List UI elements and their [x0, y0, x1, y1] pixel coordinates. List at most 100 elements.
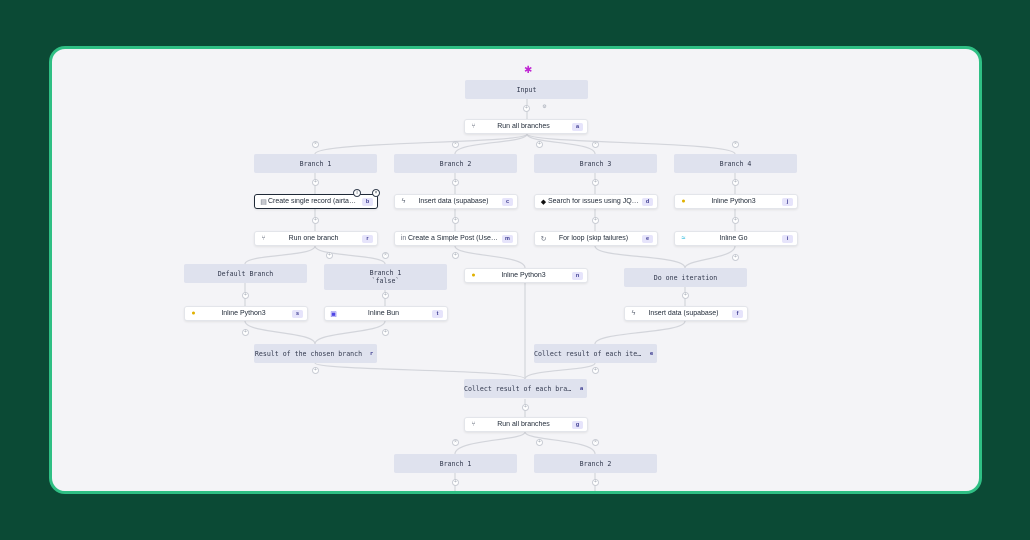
- delete-branch-icon[interactable]: ×: [592, 439, 599, 446]
- step-id-badge: n: [572, 271, 583, 280]
- branch-label: Branch 2: [439, 159, 472, 168]
- add-step-icon[interactable]: +: [382, 292, 389, 299]
- supabase-icon: ϟ: [631, 310, 636, 317]
- add-step-icon[interactable]: +: [382, 329, 389, 336]
- add-step-icon[interactable]: +: [242, 292, 249, 299]
- add-step-icon[interactable]: +: [312, 367, 319, 374]
- branch-icon: ⑂: [471, 421, 476, 428]
- step-id-badge: e: [642, 234, 653, 243]
- python-icon: ●: [471, 272, 476, 279]
- step-label: Insert data (supabase): [418, 198, 489, 205]
- add-step-icon[interactable]: +: [452, 179, 459, 186]
- run-all-branches-node[interactable]: ⑂ Run all branches a: [464, 119, 588, 134]
- step-label: Run all branches: [497, 123, 550, 130]
- step-f-node[interactable]: ϟ Insert data (supabase) f: [624, 306, 748, 321]
- add-branch-icon[interactable]: +: [536, 439, 543, 446]
- gear-icon[interactable]: ⚙: [542, 104, 547, 110]
- step-id-badge: m: [502, 234, 513, 243]
- add-step-icon[interactable]: +: [452, 217, 459, 224]
- step-id-badge: r: [369, 350, 374, 357]
- step-id-badge: r: [362, 234, 373, 243]
- add-step-icon[interactable]: +: [592, 479, 599, 486]
- add-step-icon[interactable]: +: [312, 179, 319, 186]
- delete-branch-icon[interactable]: ×: [452, 141, 459, 148]
- flow-canvas[interactable]: ✱ Input + ⚙ ⑂ Run all branches a × × + ×…: [49, 46, 982, 494]
- branch-label: Branch 2: [579, 459, 612, 468]
- step-s-node[interactable]: ● Inline Python3 s: [184, 306, 308, 321]
- collect-branch-node[interactable]: Collect result of each branch a: [464, 379, 587, 398]
- do-one-iteration-node[interactable]: Do one iteration: [624, 268, 747, 287]
- add-branch-icon[interactable]: +: [326, 252, 333, 259]
- delete-branch-icon[interactable]: ×: [382, 252, 389, 259]
- result-chosen-branch-node[interactable]: Result of the chosen branch r: [254, 344, 377, 363]
- delete-branch-icon[interactable]: ×: [312, 141, 319, 148]
- add-step-icon[interactable]: +: [452, 252, 459, 259]
- branch-1-label-node[interactable]: Branch 1: [254, 154, 377, 173]
- close-icon[interactable]: ×: [372, 189, 380, 197]
- bottom-branch-2-node[interactable]: Branch 2: [534, 454, 657, 473]
- add-step-icon[interactable]: +: [523, 105, 530, 112]
- step-label: Inline Python3: [221, 310, 266, 317]
- input-node[interactable]: Input: [465, 80, 588, 99]
- step-i-node[interactable]: ≈ Inline Go i: [674, 231, 798, 246]
- default-branch-node[interactable]: Default Branch: [184, 264, 307, 283]
- step-d-node[interactable]: ◆ Search for issues using JQL (... d: [534, 194, 658, 209]
- branch-4-label-node[interactable]: Branch 4: [674, 154, 797, 173]
- delete-branch-icon[interactable]: ×: [592, 141, 599, 148]
- delete-branch-icon[interactable]: ×: [452, 439, 459, 446]
- branch-3-label-node[interactable]: Branch 3: [534, 154, 657, 173]
- step-c-node[interactable]: ϟ Insert data (supabase) c: [394, 194, 518, 209]
- run-all-branches-g-node[interactable]: ⑂ Run all branches g: [464, 417, 588, 432]
- step-j-node[interactable]: ● Inline Python3 j: [674, 194, 798, 209]
- linkedin-icon: in: [400, 235, 407, 242]
- collect-label: Collect result of each iterat: [534, 349, 643, 358]
- step-id-badge: g: [572, 420, 583, 429]
- branch-label: Branch 1: [439, 459, 472, 468]
- add-step-icon[interactable]: +: [312, 217, 319, 224]
- step-id-badge: f: [732, 309, 743, 318]
- branch-2-label-node[interactable]: Branch 2: [394, 154, 517, 173]
- loop-label: Do one iteration: [653, 273, 718, 282]
- bottom-branch-1-node[interactable]: Branch 1: [394, 454, 517, 473]
- go-icon: ≈: [681, 235, 686, 242]
- step-label: For loop (skip failures): [558, 235, 629, 242]
- step-id-badge: c: [502, 197, 513, 206]
- step-label: Inline Bun: [367, 310, 400, 317]
- add-step-icon[interactable]: +: [732, 254, 739, 261]
- branch-1-false-node[interactable]: Branch 1 `false`: [324, 264, 447, 290]
- add-branch-icon[interactable]: +: [536, 141, 543, 148]
- collect-iteration-node[interactable]: Collect result of each iterat e: [534, 344, 657, 363]
- step-n-node[interactable]: ● Inline Python3 n: [464, 268, 588, 283]
- step-e-node[interactable]: ↻ For loop (skip failures) e: [534, 231, 658, 246]
- add-step-icon[interactable]: +: [592, 367, 599, 374]
- step-id-badge: t: [432, 309, 443, 318]
- branch-label: Default Branch: [217, 269, 274, 278]
- add-step-icon[interactable]: +: [592, 217, 599, 224]
- step-m-node[interactable]: in Create a Simple Post (User) (... m: [394, 231, 518, 246]
- add-step-icon[interactable]: +: [242, 329, 249, 336]
- step-label: Inline Python3: [711, 198, 756, 205]
- step-label: Search for issues using JQL (...: [548, 198, 639, 205]
- info-icon[interactable]: i: [353, 189, 361, 197]
- airtable-icon: ▤: [260, 198, 267, 206]
- step-t-node[interactable]: ▣ Inline Bun t: [324, 306, 448, 321]
- step-r-node[interactable]: ⑂ Run one branch r: [254, 231, 378, 246]
- python-icon: ●: [681, 198, 686, 205]
- step-label: Inline Go: [719, 235, 748, 242]
- collect-label: Collect result of each branch: [464, 384, 573, 393]
- supabase-icon: ϟ: [401, 198, 406, 205]
- add-step-icon[interactable]: +: [452, 479, 459, 486]
- add-step-icon[interactable]: +: [522, 404, 529, 411]
- delete-branch-icon[interactable]: ×: [732, 141, 739, 148]
- add-step-icon[interactable]: +: [682, 292, 689, 299]
- add-step-icon[interactable]: +: [732, 179, 739, 186]
- add-step-icon[interactable]: +: [732, 217, 739, 224]
- step-id-badge: a: [579, 385, 584, 392]
- step-b-node[interactable]: ▤ Create single record (airtable) b: [254, 194, 378, 209]
- input-label: Input: [516, 85, 537, 94]
- branch-icon: ⑂: [471, 123, 476, 130]
- add-step-icon[interactable]: +: [592, 179, 599, 186]
- collect-label: Result of the chosen branch: [254, 349, 363, 358]
- branch-label: Branch 3: [579, 159, 612, 168]
- python-icon: ●: [191, 310, 196, 317]
